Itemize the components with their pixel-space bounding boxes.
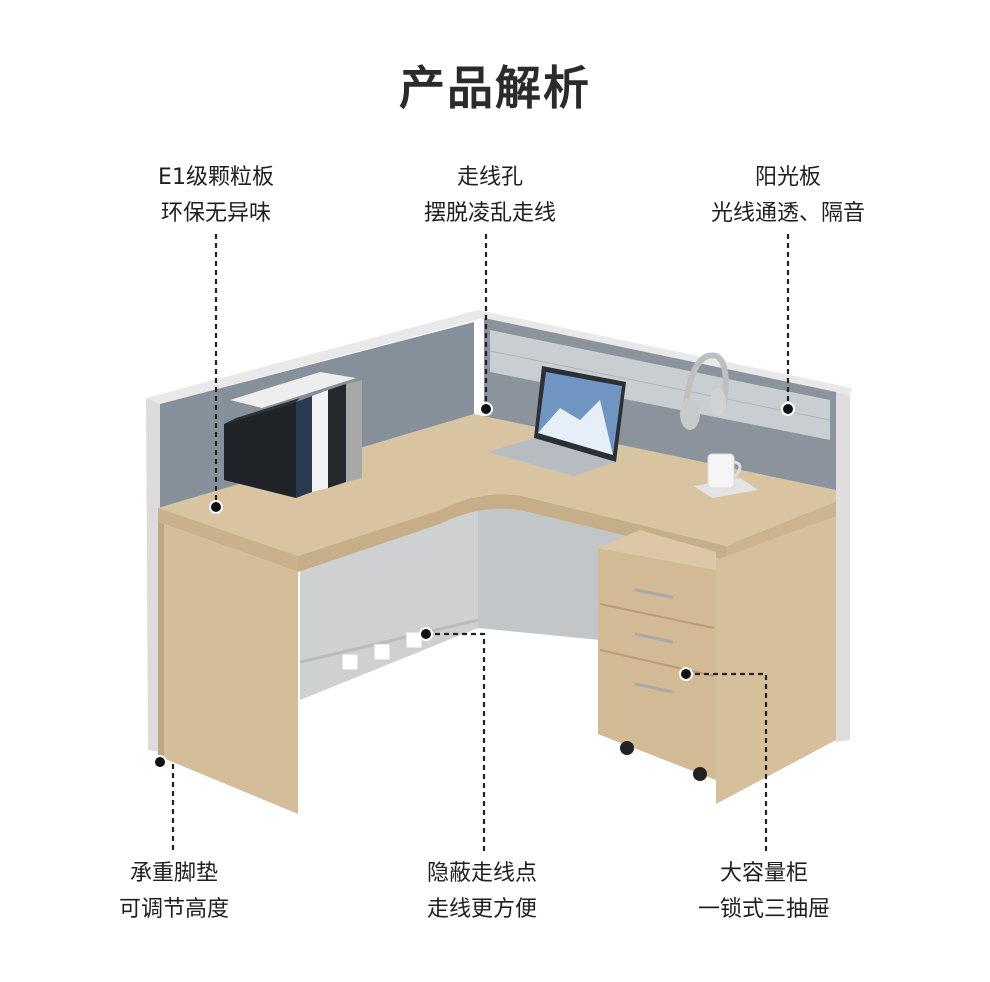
right-leg-panel: [716, 516, 836, 804]
drawer-handle-2: [634, 632, 674, 644]
page-title: 产品解析: [399, 61, 591, 115]
label-foot-pad-line2: 可调节高度: [118, 897, 229, 922]
coffee-mug: [694, 453, 758, 498]
headphones: [680, 352, 729, 430]
marker-sun-panel: [781, 402, 795, 416]
label-e1-board-line2: 环保无异味: [160, 201, 271, 226]
left-leg-panel: [158, 522, 298, 814]
marker-e1-board: [209, 500, 223, 514]
leader-cabinet: [686, 672, 768, 852]
drawer-handle-3: [634, 682, 674, 694]
label-cable-hole: 走线孔 摆脱凌乱走线: [370, 160, 610, 232]
drawer-handle-1: [634, 588, 674, 599]
label-sun-panel-line1: 阳光板: [754, 165, 821, 190]
file-holders: [224, 372, 362, 498]
label-sun-panel-line2: 光线通透、隔音: [710, 201, 865, 226]
label-e1-board-line1: E1级颗粒板: [158, 165, 274, 190]
caster-wheel: [693, 767, 707, 781]
label-foot-pad-line1: 承重脚垫: [129, 861, 218, 886]
label-cabinet-line2: 一锁式三抽屉: [697, 897, 830, 922]
mobile-cabinet: [598, 530, 716, 781]
label-sun-panel: 阳光板 光线通透、隔音: [668, 160, 908, 232]
marker-cable-hole: [479, 402, 493, 416]
label-hidden-outlet-line2: 走线更方便: [426, 897, 537, 922]
marker-cabinet: [679, 667, 693, 681]
marker-foot-pad: [153, 755, 167, 769]
caster-wheel: [620, 741, 634, 755]
label-e1-board: E1级颗粒板 环保无异味: [96, 160, 336, 232]
label-cabinet-line1: 大容量柜: [719, 861, 808, 886]
label-hidden-outlet: 隐蔽走线点 走线更方便: [362, 856, 602, 928]
label-cable-hole-line2: 摆脱凌乱走线: [423, 201, 556, 226]
power-sockets: [341, 631, 423, 671]
leader-hidden-outlet: [426, 632, 486, 852]
laptop: [488, 366, 626, 476]
label-hidden-outlet-line1: 隐蔽走线点: [426, 861, 537, 886]
leader-lines: [153, 234, 795, 852]
label-cabinet: 大容量柜 一锁式三抽屉: [644, 856, 884, 928]
marker-hidden-outlet: [419, 627, 433, 641]
label-cable-hole-line1: 走线孔: [456, 165, 523, 190]
label-foot-pad: 承重脚垫 可调节高度: [54, 856, 294, 928]
